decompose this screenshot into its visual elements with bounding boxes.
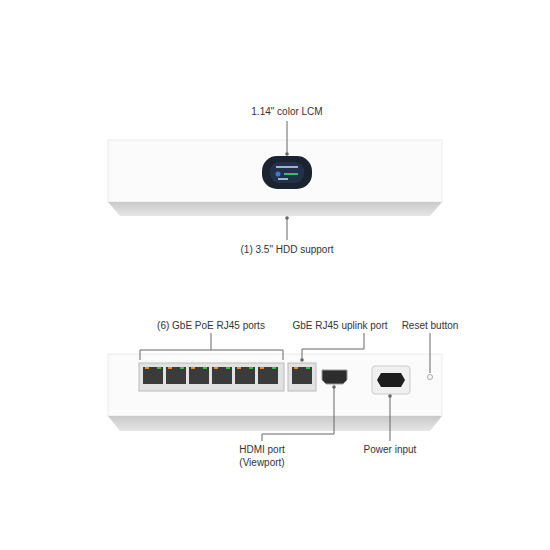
hdmi-port: [322, 370, 347, 384]
port-led: [306, 367, 310, 369]
port-leds: [157, 367, 276, 369]
leader-line: [390, 396, 391, 441]
leader-line: [262, 387, 334, 441]
power-inlet: [377, 373, 405, 387]
device-body: [108, 140, 442, 202]
leader-dot: [285, 216, 289, 220]
callout-label: GbE RJ45 uplink port: [290, 319, 389, 332]
leader-line: [211, 333, 212, 350]
port-leds: [145, 367, 264, 369]
leader-dot: [300, 358, 304, 362]
device-base: [108, 202, 442, 216]
leader-dot: [285, 152, 289, 156]
front-view: [108, 121, 442, 240]
callout-label: Reset button: [400, 319, 461, 332]
rear-view: [108, 333, 442, 441]
lcm-screen: [262, 156, 312, 189]
lcm-display: [270, 162, 304, 183]
lcm-line: [278, 178, 288, 180]
leader-line: [287, 218, 288, 240]
power-socket: [372, 366, 410, 394]
device-body: [108, 354, 442, 416]
callout-label: HDMI port (Viewport): [229, 443, 295, 469]
leader-line: [430, 333, 431, 373]
leader-line: [287, 121, 288, 154]
callout-label: 1.14" color LCM: [249, 105, 324, 118]
callout-label: (6) GbE PoE RJ45 ports: [155, 319, 267, 332]
lcm-icon: [276, 172, 281, 177]
reset-hole: [428, 375, 433, 380]
uplink-housing: [288, 363, 316, 391]
rj45-ports: [143, 367, 278, 384]
port-led: [294, 367, 298, 369]
lcm-line: [276, 166, 298, 168]
uplink-port: [292, 367, 312, 384]
bracket: [140, 350, 283, 360]
callout-label: (1) 3.5" HDD support: [238, 243, 335, 256]
leader-line: [302, 333, 364, 360]
port-block: [139, 363, 284, 391]
leader-dot: [388, 394, 392, 398]
callout-label: Power input: [362, 443, 419, 456]
device-base: [108, 416, 442, 431]
leader-dot: [332, 385, 336, 389]
lcm-line: [284, 173, 298, 175]
